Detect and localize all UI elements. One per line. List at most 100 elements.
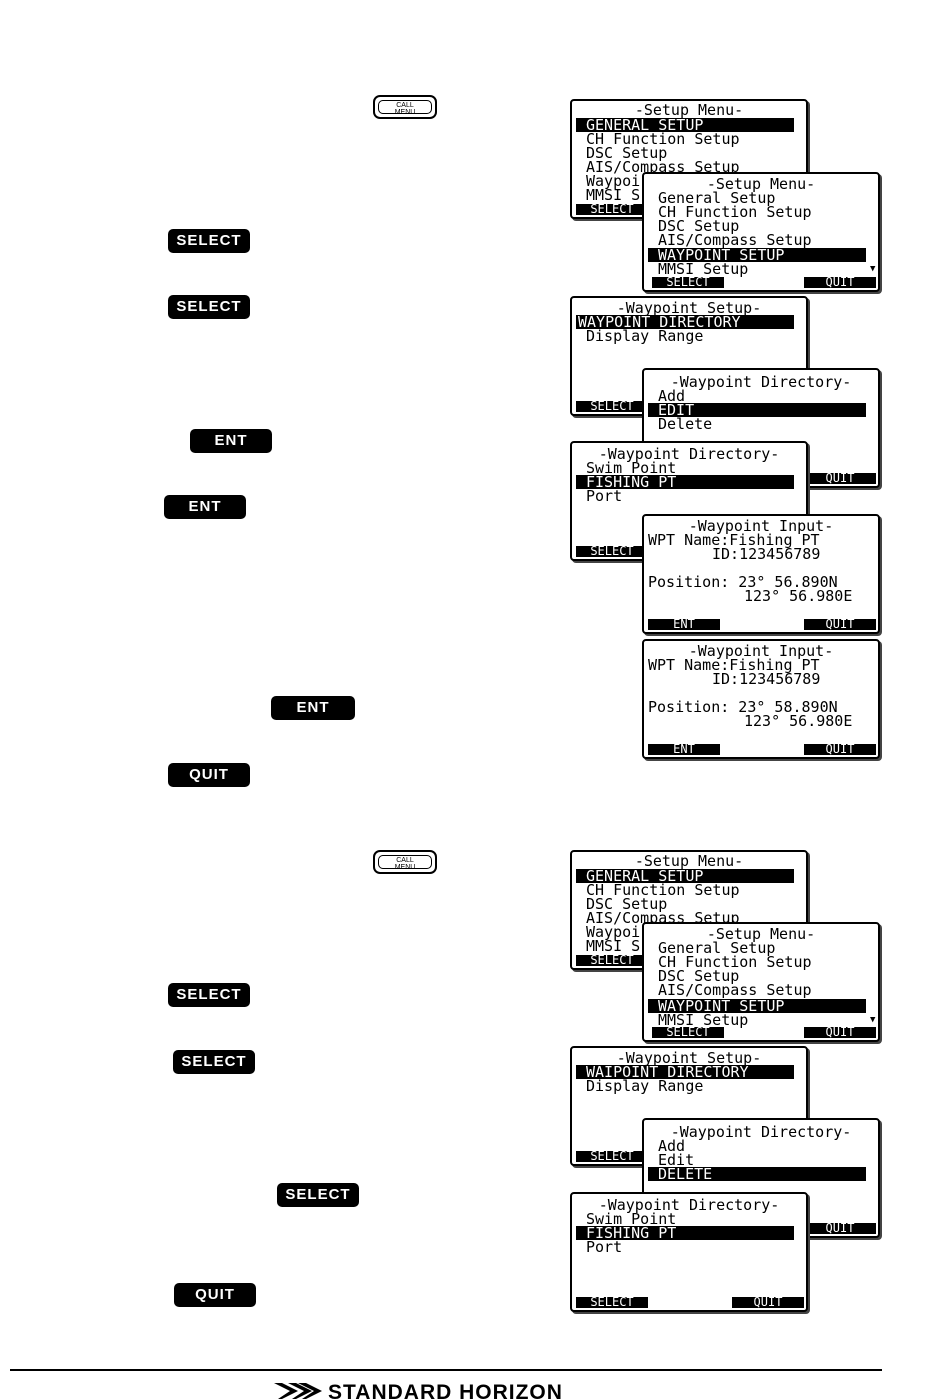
softkey-quit: QUIT bbox=[804, 1222, 876, 1234]
lcd-title: -Waypoint Directory- bbox=[670, 373, 852, 391]
lcd-title: -Setup Menu- bbox=[706, 175, 816, 193]
menu-label: MENU bbox=[394, 109, 416, 116]
lcd-line: AIS/Compass Setup bbox=[658, 231, 812, 249]
softkey-select: SELECT bbox=[576, 954, 648, 966]
lcd-line: MMSI S bbox=[586, 186, 641, 204]
lcd-title: -Waypoint Setup- bbox=[616, 1049, 762, 1067]
lcd-line: CH Function Setup bbox=[658, 203, 812, 221]
quit-key-2: QUIT bbox=[174, 1283, 256, 1307]
lcd-title: -Waypoint Directory- bbox=[598, 445, 780, 463]
lcd-line: Port bbox=[586, 1238, 623, 1256]
softkey-select: SELECT bbox=[652, 1026, 724, 1038]
lcd-id: ID:123456789 bbox=[712, 545, 821, 563]
footer-divider bbox=[10, 1369, 882, 1371]
lcd-line: AIS/Compass Setup bbox=[658, 981, 812, 999]
lcd-title: -Waypoint Directory- bbox=[670, 1123, 852, 1141]
lcd-line: GENERAL SETUP bbox=[576, 118, 794, 133]
brand-name: STANDARD HORIZON bbox=[328, 1381, 563, 1399]
lcd-position-lon: 123° 56.980E bbox=[744, 587, 853, 605]
lcd-line: DSC Setup bbox=[586, 895, 668, 913]
softkey-quit: QUIT bbox=[804, 472, 876, 484]
softkey-quit: QUIT bbox=[804, 743, 876, 755]
lcd-title: -Setup Menu- bbox=[706, 925, 816, 943]
softkey-quit: QUIT bbox=[804, 618, 876, 630]
lcd-position-lat: Position: 23° 58.890N bbox=[648, 698, 838, 716]
lcd-line: Waypoi bbox=[586, 923, 641, 941]
lcd-title: -Waypoint Input- bbox=[688, 517, 834, 535]
softkey-select: SELECT bbox=[576, 203, 648, 215]
softkey-ent: ENT bbox=[648, 618, 720, 630]
select-key-2: SELECT bbox=[168, 295, 250, 319]
lcd-line: Display Range bbox=[586, 327, 704, 345]
lcd-id: ID:123456789 bbox=[712, 670, 821, 688]
lcd-line: WAYPOINT SETUP bbox=[648, 248, 866, 263]
lcd-line: General Setup bbox=[658, 939, 776, 957]
scroll-down-arrow-icon: ▼ bbox=[870, 264, 876, 274]
scroll-down-arrow-icon: ▼ bbox=[870, 1015, 876, 1025]
ent-key-1: ENT bbox=[190, 429, 272, 453]
lcd-position-lon: 123° 56.980E bbox=[744, 712, 853, 730]
lcd-line: Add bbox=[658, 1137, 686, 1155]
lcd-wpt-name: WPT Name:Fishing PT bbox=[648, 531, 820, 549]
lcd-title: -Waypoint Directory- bbox=[598, 1196, 780, 1214]
lcd-line: CH Function Setup bbox=[658, 953, 812, 971]
brand-logo-icon bbox=[264, 1383, 322, 1399]
lcd-line: DELETE bbox=[648, 1167, 866, 1182]
lcd-line: Waypoi bbox=[586, 172, 641, 190]
lcd-title: -Setup Menu- bbox=[634, 852, 744, 870]
softkey-quit: QUIT bbox=[804, 1026, 876, 1038]
lcd-setup-menu-1: -Setup Menu- GENERAL SETUP CH Function S… bbox=[570, 99, 808, 219]
softkey-select: SELECT bbox=[576, 400, 648, 412]
lcd-line: Swim Point bbox=[586, 459, 677, 477]
lcd-line: General Setup bbox=[658, 189, 776, 207]
lcd-line: WAIPOINT DIRECTORY bbox=[576, 1065, 794, 1080]
softkey-select: SELECT bbox=[652, 276, 724, 288]
lcd-line: DSC Setup bbox=[586, 144, 668, 162]
lcd-line: CH Function Setup bbox=[586, 130, 740, 148]
select-key-5: SELECT bbox=[277, 1183, 359, 1207]
lcd-waypoint-directory-3: -Waypoint Directory- Add Edit DELETE QUI… bbox=[642, 1118, 880, 1238]
select-key-1: SELECT bbox=[168, 229, 250, 253]
menu-label: MENU bbox=[394, 864, 416, 871]
lcd-line: CH Function Setup bbox=[586, 881, 740, 899]
softkey-select: SELECT bbox=[576, 1296, 648, 1308]
lcd-line: AIS/Compass Setup bbox=[586, 909, 740, 927]
lcd-line: Port bbox=[586, 487, 623, 505]
softkey-ent: ENT bbox=[648, 743, 720, 755]
lcd-line: Swim Point bbox=[586, 1210, 677, 1228]
select-key-4: SELECT bbox=[173, 1050, 255, 1074]
lcd-line: MMSI Setup bbox=[658, 260, 749, 278]
lcd-wpt-name: WPT Name:Fishing PT bbox=[648, 656, 820, 674]
ent-key-3: ENT bbox=[271, 696, 355, 720]
softkey-quit: QUIT bbox=[804, 276, 876, 288]
lcd-waypoint-directory-4: -Waypoint Directory- Swim Point FISHING … bbox=[570, 1192, 808, 1312]
lcd-line: Edit bbox=[658, 1151, 695, 1169]
ent-key-2: ENT bbox=[164, 495, 246, 519]
lcd-line: AIS/Compass Setup bbox=[586, 158, 740, 176]
lcd-line: WAYPOINT SETUP bbox=[648, 999, 866, 1014]
lcd-line: EDIT bbox=[648, 403, 866, 418]
lcd-title: -Waypoint Input- bbox=[688, 642, 834, 660]
lcd-line: FISHING PT bbox=[576, 1226, 794, 1241]
lcd-line: MMSI Setup bbox=[658, 1011, 749, 1029]
lcd-line: DSC Setup bbox=[658, 967, 740, 985]
softkey-select: SELECT bbox=[576, 1150, 648, 1162]
lcd-line: Delete bbox=[658, 415, 713, 433]
lcd-setup-menu-2: -Setup Menu- General Setup CH Function S… bbox=[642, 172, 880, 292]
lcd-position-lat: Position: 23° 56.890N bbox=[648, 573, 838, 591]
lcd-waypoint-input-1: -Waypoint Input- WPT Name:Fishing PT ID:… bbox=[642, 514, 880, 634]
lcd-line: MMSI S bbox=[586, 937, 641, 955]
lcd-waypoint-input-2: -Waypoint Input- WPT Name:Fishing PT ID:… bbox=[642, 639, 880, 759]
call-label: CALL bbox=[396, 102, 414, 109]
lcd-title: -Waypoint Setup- bbox=[616, 299, 762, 317]
quit-key-1: QUIT bbox=[168, 763, 250, 787]
lcd-line: WAYPOINT DIRECTORY bbox=[576, 315, 794, 330]
lcd-line: Add bbox=[658, 387, 686, 405]
lcd-line: GENERAL SETUP bbox=[576, 869, 794, 884]
softkey-quit: QUIT bbox=[732, 1296, 804, 1308]
select-key-3: SELECT bbox=[168, 983, 250, 1007]
lcd-line: Display Range bbox=[586, 1077, 704, 1095]
lcd-line: DSC Setup bbox=[658, 217, 740, 235]
